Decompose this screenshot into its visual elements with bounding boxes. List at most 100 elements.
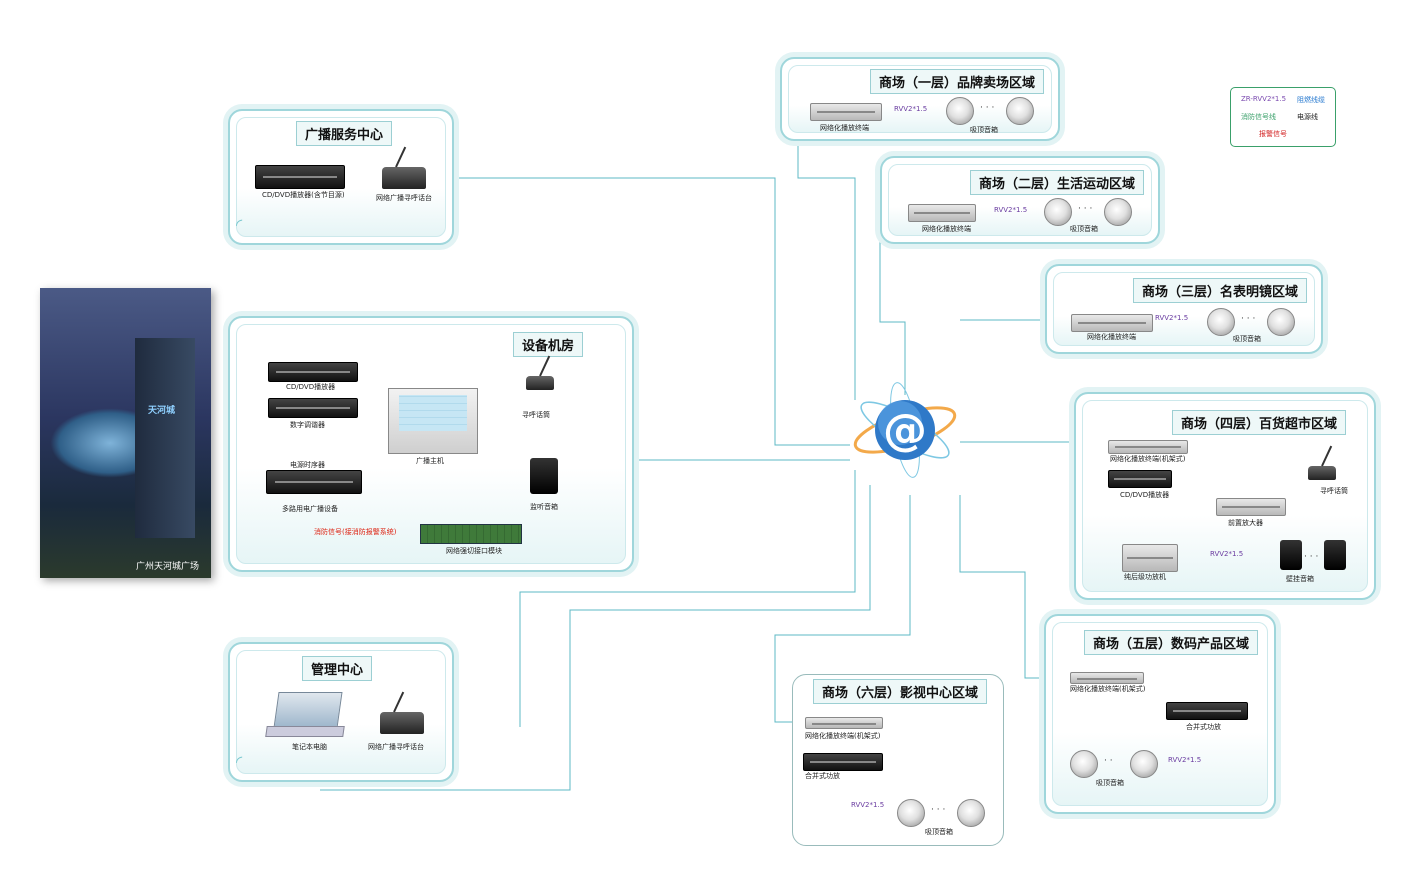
building-photo: 天河城 广州天河城广场	[40, 288, 211, 578]
signal-icon: ◜	[236, 752, 243, 771]
floor5-panel: 商场（五层）数码产品区域 网络化播放终端(机架式) 合并式功放 · · 吸顶音箱…	[1044, 614, 1276, 814]
network-terminal[interactable]	[810, 103, 882, 121]
panel-title: 商场（三层）名表明镜区域	[1133, 278, 1308, 303]
broadcast-host[interactable]	[388, 388, 478, 454]
floor1-panel: 商场（一层）品牌卖场区域 网络化播放终端 RVV2*1.5 · · · 吸顶音箱	[780, 57, 1060, 141]
photo-building	[135, 338, 195, 538]
ceiling-speaker[interactable]	[1044, 198, 1072, 226]
signal-icon: ◜	[236, 215, 243, 234]
ceiling-speaker[interactable]	[1267, 308, 1295, 336]
device-label: 电源时序器	[290, 461, 325, 469]
cable-label: RVV2*1.5	[851, 801, 885, 809]
network-terminal[interactable]	[908, 204, 976, 222]
photo-caption: 广州天河城广场	[135, 562, 199, 572]
device-label: 网络广播寻呼话台	[376, 194, 432, 202]
ceiling-speaker[interactable]	[897, 799, 925, 827]
ellipsis: · · ·	[980, 103, 995, 113]
panel-title: 商场（二层）生活运动区域	[970, 170, 1145, 195]
paging-console[interactable]	[380, 712, 424, 734]
panel-title: 商场（六层）影视中心区域	[813, 679, 988, 704]
device-label: 吸顶音箱	[1070, 225, 1098, 233]
device-label: 网络化播放终端(机架式)	[1070, 685, 1146, 693]
cd-dvd-player[interactable]	[255, 165, 345, 189]
ceiling-speaker[interactable]	[1104, 198, 1132, 226]
fire-signal-label: 消防信号(接消防报警系统)	[314, 528, 397, 536]
cable-label: RVV2*1.5	[894, 105, 928, 113]
floor3-panel: 商场（三层）名表明镜区域 网络化播放终端 RVV2*1.5 · · · 吸顶音箱	[1045, 264, 1323, 354]
panel-title: 设备机房	[513, 332, 584, 357]
device-label: 网络广播寻呼话台	[368, 743, 424, 751]
equipment-room-panel: 设备机房 CD/DVD播放器 数字调谐器 广播主机 寻呼话筒 电源时序器 多路用…	[228, 316, 634, 572]
device-label: 寻呼话筒	[1320, 487, 1348, 495]
integrated-amplifier[interactable]	[803, 753, 883, 771]
device-label: 网络强切接口模块	[446, 547, 502, 555]
device-label: 网络化播放终端	[820, 124, 869, 132]
network-terminal[interactable]	[1070, 672, 1144, 684]
cable-label: RVV2*1.5	[1168, 756, 1202, 764]
floor4-panel: 商场（四层）百货超市区域 网络化播放终端(机架式) CD/DVD播放器 寻呼话筒…	[1074, 392, 1376, 600]
device-label: 吸顶音箱	[970, 126, 998, 134]
device-label: 网络化播放终端(机架式)	[805, 732, 881, 740]
paging-mic[interactable]	[526, 376, 554, 390]
integrated-amplifier[interactable]	[1166, 702, 1248, 720]
ceiling-speaker[interactable]	[1006, 97, 1034, 125]
cable-label: RVV2*1.5	[994, 206, 1028, 214]
ellipsis: · · ·	[1078, 204, 1093, 214]
panel-title: 商场（五层）数码产品区域	[1084, 630, 1259, 655]
device-label: 笔记本电脑	[292, 743, 327, 751]
digital-tuner[interactable]	[268, 398, 358, 418]
ellipsis: · · ·	[931, 805, 946, 815]
ellipsis: · · ·	[1241, 314, 1256, 324]
legend-cable: ZR-RVV2*1.5	[1241, 95, 1287, 103]
paging-mic[interactable]	[1308, 466, 1336, 480]
device-label: CD/DVD播放器	[286, 383, 336, 391]
device-label: CD/DVD播放器	[1120, 491, 1170, 499]
network-terminal[interactable]	[805, 717, 883, 729]
panel-title: 商场（四层）百货超市区域	[1172, 410, 1347, 435]
wall-speaker[interactable]	[1324, 540, 1346, 570]
device-label: 吸顶音箱	[1096, 779, 1124, 787]
device-label: 合并式功放	[1186, 723, 1221, 731]
device-label: 广播主机	[416, 457, 444, 465]
device-label: 监听音箱	[530, 503, 558, 511]
power-manager-device[interactable]	[266, 470, 362, 494]
floor6-panel: 商场（六层）影视中心区域 网络化播放终端(机架式) 合并式功放 RVV2*1.5…	[792, 674, 1004, 846]
management-center-panel: 管理中心 笔记本电脑 网络广播寻呼话台 ◜	[228, 642, 454, 782]
wall-speaker[interactable]	[1280, 540, 1302, 570]
ceiling-speaker[interactable]	[957, 799, 985, 827]
network-terminal[interactable]	[1071, 314, 1153, 332]
device-label: 数字调谐器	[290, 421, 325, 429]
ceiling-speaker[interactable]	[1070, 750, 1098, 778]
monitor-speaker[interactable]	[530, 458, 558, 494]
device-label: 网络化播放终端	[922, 225, 971, 233]
network-globe-icon: @	[853, 382, 957, 478]
ceiling-speaker[interactable]	[946, 97, 974, 125]
ellipsis: · · ·	[1304, 552, 1319, 562]
legend-cable-type: 阻燃线缆	[1297, 96, 1325, 104]
device-label: 寻呼话筒	[522, 411, 550, 419]
device-label: 合并式功放	[805, 772, 840, 780]
panel-title: 管理中心	[302, 656, 373, 681]
network-switch-module[interactable]	[420, 524, 522, 544]
device-label: 吸顶音箱	[925, 828, 953, 836]
cd-dvd-player[interactable]	[268, 362, 358, 382]
ellipsis: · ·	[1104, 756, 1113, 766]
network-terminal[interactable]	[1108, 440, 1188, 454]
ceiling-speaker[interactable]	[1207, 308, 1235, 336]
floor2-panel: 商场（二层）生活运动区域 网络化播放终端 RVV2*1.5 · · · 吸顶音箱	[880, 156, 1160, 244]
panel-title: 广播服务中心	[296, 121, 393, 146]
laptop[interactable]	[273, 692, 343, 728]
cable-label: RVV2*1.5	[1155, 314, 1189, 322]
device-label: 网络化播放终端	[1087, 333, 1136, 341]
svg-text:@: @	[883, 405, 927, 456]
legend-power: 电源线	[1297, 113, 1318, 121]
preamplifier[interactable]	[1216, 498, 1286, 516]
ceiling-speaker[interactable]	[1130, 750, 1158, 778]
power-amplifier[interactable]	[1122, 544, 1178, 572]
photo-sign: 天河城	[148, 406, 176, 416]
paging-console[interactable]	[382, 167, 426, 189]
device-label: 吸顶音箱	[1233, 335, 1261, 343]
cd-dvd-player[interactable]	[1108, 470, 1172, 488]
legend-emergency-signal: 消防信号线	[1241, 113, 1276, 121]
panel-title: 商场（一层）品牌卖场区域	[870, 69, 1045, 94]
